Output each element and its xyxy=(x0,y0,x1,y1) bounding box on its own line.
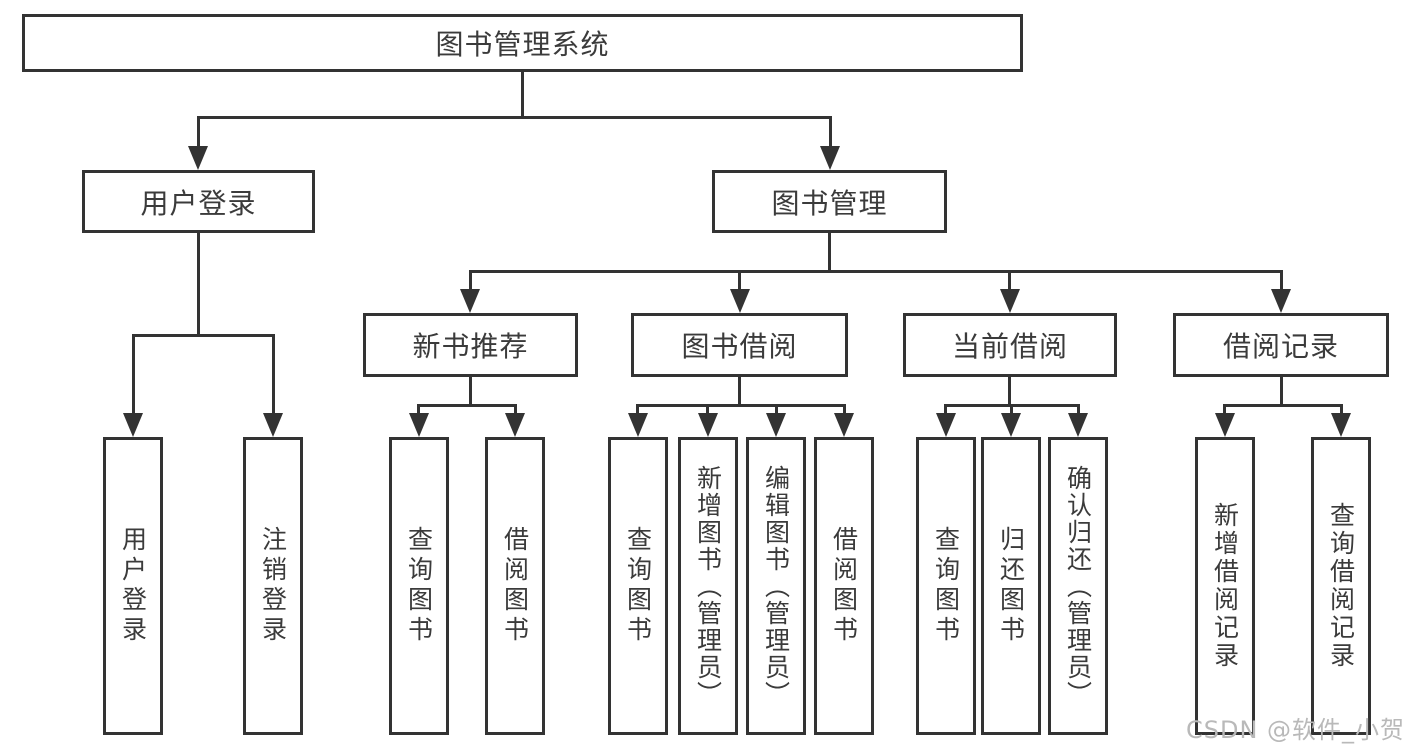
leaf-user-login-label: 用户登录 xyxy=(118,526,148,646)
leaf-edit-books-admin-label: 编辑图书（管理员） xyxy=(761,464,791,708)
connector-line xyxy=(197,116,832,119)
connector-line xyxy=(738,270,741,293)
node-current-borrowing: 当前借阅 xyxy=(903,313,1117,377)
node-borrow-records: 借阅记录 xyxy=(1173,313,1389,377)
connector-line xyxy=(272,334,275,417)
arrowhead xyxy=(188,146,208,170)
connector-line xyxy=(1008,377,1011,407)
node-book-borrowing-label: 图书借阅 xyxy=(681,330,798,363)
leaf-borrow-books-borrow: 借阅图书 xyxy=(814,437,874,735)
leaf-confirm-return-admin: 确认归还（管理员） xyxy=(1048,437,1108,735)
leaf-add-books-admin-label: 新增图书（管理员） xyxy=(693,464,723,708)
connector-line xyxy=(197,233,200,337)
arrowhead xyxy=(1271,289,1291,313)
leaf-logout-label: 注销登录 xyxy=(258,526,288,646)
connector-line xyxy=(1223,404,1343,407)
arrowhead xyxy=(1331,413,1351,437)
connector-line xyxy=(417,404,517,407)
leaf-query-books-current: 查询图书 xyxy=(916,437,976,735)
leaf-borrow-books-newrec: 借阅图书 xyxy=(485,437,545,735)
connector-line xyxy=(1280,270,1283,293)
connector-line xyxy=(1280,377,1283,407)
leaf-return-books-label: 归还图书 xyxy=(996,526,1026,646)
node-new-book-recommend-label: 新书推荐 xyxy=(412,330,529,363)
arrowhead xyxy=(409,413,429,437)
leaf-query-books-newrec-label: 查询图书 xyxy=(404,526,434,646)
node-root-label: 图书管理系统 xyxy=(435,28,610,61)
connector-line xyxy=(636,404,846,407)
arrowhead xyxy=(1068,413,1088,437)
arrowhead xyxy=(460,289,480,313)
leaf-add-borrow-record-label: 新增借阅记录 xyxy=(1210,502,1240,670)
connector-line xyxy=(132,334,275,337)
leaf-query-books-borrow: 查询图书 xyxy=(608,437,668,735)
leaf-query-borrow-record: 查询借阅记录 xyxy=(1311,437,1371,735)
connector-line xyxy=(1008,270,1011,293)
connector-line xyxy=(706,404,709,417)
connector-line xyxy=(521,72,524,119)
arrowhead xyxy=(730,289,750,313)
connector-line xyxy=(843,404,846,417)
connector-line xyxy=(417,404,420,417)
leaf-add-borrow-record: 新增借阅记录 xyxy=(1195,437,1255,735)
leaf-add-books-admin: 新增图书（管理员） xyxy=(678,437,738,735)
connector-line xyxy=(829,116,832,152)
connector-line xyxy=(1223,404,1226,417)
connector-line xyxy=(469,270,472,293)
connector-line xyxy=(738,377,741,407)
arrowhead xyxy=(766,413,786,437)
leaf-query-books-newrec: 查询图书 xyxy=(389,437,449,735)
node-book-management-label: 图书管理 xyxy=(771,186,888,220)
arrowhead xyxy=(263,413,283,437)
leaf-query-books-current-label: 查询图书 xyxy=(931,526,961,646)
arrowhead xyxy=(628,413,648,437)
connector-line xyxy=(469,377,472,407)
leaf-return-books: 归还图书 xyxy=(981,437,1041,735)
leaf-user-login: 用户登录 xyxy=(103,437,163,735)
connector-line xyxy=(775,404,778,417)
arrowhead xyxy=(936,413,956,437)
arrowhead xyxy=(820,146,840,170)
connector-line xyxy=(1077,404,1080,417)
leaf-query-borrow-record-label: 查询借阅记录 xyxy=(1326,502,1356,670)
arrowhead xyxy=(834,413,854,437)
connector-line xyxy=(1010,404,1013,417)
leaf-borrow-books-newrec-label: 借阅图书 xyxy=(500,526,530,646)
arrowhead xyxy=(123,413,143,437)
arrowhead xyxy=(1215,413,1235,437)
connector-line xyxy=(828,233,831,273)
leaf-query-books-borrow-label: 查询图书 xyxy=(623,526,653,646)
node-book-management: 图书管理 xyxy=(712,170,947,233)
connector-line xyxy=(197,116,200,152)
connector-line xyxy=(1340,404,1343,417)
node-user-login: 用户登录 xyxy=(82,170,315,233)
connector-line xyxy=(636,404,639,417)
arrowhead xyxy=(505,413,525,437)
arrowhead xyxy=(1001,413,1021,437)
leaf-edit-books-admin: 编辑图书（管理员） xyxy=(746,437,806,735)
leaf-confirm-return-admin-label: 确认归还（管理员） xyxy=(1063,464,1093,708)
leaf-borrow-books-borrow-label: 借阅图书 xyxy=(829,526,859,646)
leaf-logout: 注销登录 xyxy=(243,437,303,735)
node-borrow-records-label: 借阅记录 xyxy=(1222,330,1339,363)
arrowhead xyxy=(1000,289,1020,313)
connector-line xyxy=(944,404,947,417)
node-book-borrowing: 图书借阅 xyxy=(631,313,848,377)
connector-line xyxy=(514,404,517,417)
node-new-book-recommend: 新书推荐 xyxy=(363,313,578,377)
node-user-login-label: 用户登录 xyxy=(140,186,257,220)
arrowhead xyxy=(698,413,718,437)
node-current-borrowing-label: 当前借阅 xyxy=(951,330,1068,363)
node-root: 图书管理系统 xyxy=(22,14,1023,72)
connector-line xyxy=(132,334,135,417)
csdn-watermark: CSDN @软件_小贺同学 xyxy=(1186,716,1405,744)
connector-line xyxy=(469,270,1283,273)
